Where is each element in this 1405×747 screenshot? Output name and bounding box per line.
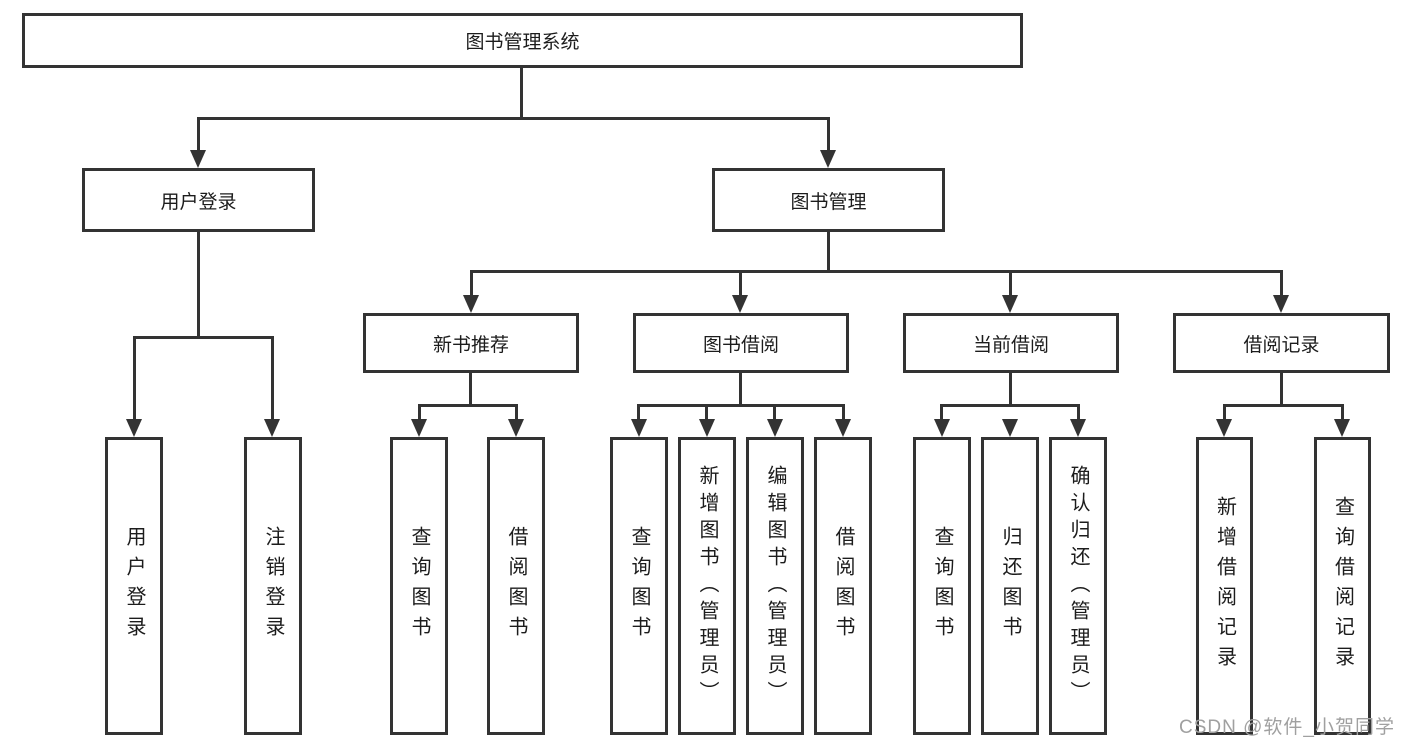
connector-line	[940, 404, 1080, 407]
connector-line	[469, 373, 472, 407]
leaf-label: 借阅图书	[505, 526, 527, 646]
node-book-borrow: 图书借阅	[633, 313, 849, 373]
connector-line	[827, 117, 830, 151]
node-label: 当前借阅	[972, 334, 1049, 356]
node-book-management-label: 图书管理	[790, 191, 867, 213]
connector-line	[520, 68, 523, 120]
connector-line	[271, 336, 274, 419]
connector-line	[197, 117, 830, 120]
arrow-down-icon	[934, 419, 950, 437]
connector-line	[515, 404, 518, 419]
leaf-label: 编辑图书（管理员）	[764, 464, 786, 708]
leaf-query-books-1: 查询图书	[390, 437, 448, 735]
leaf-label: 借阅图书	[832, 526, 854, 646]
csdn-watermark: CSDN @软件_小贺同学	[1179, 717, 1395, 738]
leaf-label: 查询借阅记录	[1331, 496, 1354, 676]
connector-line	[1280, 270, 1283, 295]
leaf-label: 注销登录	[262, 526, 284, 646]
arrow-down-icon	[1002, 419, 1018, 437]
node-borrow-records: 借阅记录	[1173, 313, 1390, 373]
connector-line	[1077, 404, 1080, 419]
arrow-down-icon	[820, 150, 836, 168]
leaf-label: 归还图书	[999, 526, 1021, 646]
arrow-down-icon	[1273, 295, 1289, 313]
node-root: 图书管理系统	[22, 13, 1023, 68]
leaf-label: 用户登录	[123, 526, 145, 646]
connector-line	[637, 404, 640, 419]
arrow-down-icon	[767, 419, 783, 437]
node-label: 新书推荐	[432, 334, 509, 356]
connector-line	[842, 404, 845, 419]
node-label: 借阅记录	[1243, 334, 1320, 356]
connector-line	[705, 404, 708, 419]
arrow-down-icon	[508, 419, 524, 437]
leaf-confirm-return-admin: 确认归还（管理员）	[1049, 437, 1107, 735]
node-new-book-recommend: 新书推荐	[363, 313, 579, 373]
leaf-query-borrow-record: 查询借阅记录	[1314, 437, 1371, 735]
connector-line	[197, 117, 200, 151]
leaf-query-books-2: 查询图书	[610, 437, 668, 735]
leaf-logout: 注销登录	[244, 437, 302, 735]
connector-line	[940, 404, 943, 419]
arrow-down-icon	[264, 419, 280, 437]
leaf-add-books-admin: 新增图书（管理员）	[678, 437, 736, 735]
leaf-edit-books-admin: 编辑图书（管理员）	[746, 437, 804, 735]
arrow-down-icon	[1216, 419, 1232, 437]
leaf-label: 查询图书	[931, 526, 953, 646]
leaf-return-books: 归还图书	[981, 437, 1039, 735]
leaf-label: 查询图书	[628, 526, 650, 646]
connector-line	[739, 270, 742, 295]
connector-line	[197, 232, 200, 339]
arrow-down-icon	[411, 419, 427, 437]
leaf-label: 新增图书（管理员）	[696, 464, 718, 708]
connector-line	[470, 270, 473, 295]
node-label: 图书借阅	[702, 334, 779, 356]
leaf-borrow-books-1: 借阅图书	[487, 437, 545, 735]
arrow-down-icon	[463, 295, 479, 313]
connector-line	[1009, 270, 1012, 295]
leaf-query-books-3: 查询图书	[913, 437, 971, 735]
node-current-borrow: 当前借阅	[903, 313, 1119, 373]
connector-line	[827, 232, 830, 273]
arrow-down-icon	[190, 150, 206, 168]
node-book-management: 图书管理	[712, 168, 945, 232]
connector-line	[1009, 373, 1012, 407]
connector-line	[637, 404, 845, 407]
arrow-down-icon	[835, 419, 851, 437]
connector-line	[1341, 404, 1344, 419]
connector-line	[133, 336, 136, 419]
arrow-down-icon	[1002, 295, 1018, 313]
connector-line	[470, 270, 1283, 273]
node-root-label: 图书管理系统	[465, 32, 580, 53]
leaf-borrow-books-2: 借阅图书	[814, 437, 872, 735]
connector-line	[418, 404, 518, 407]
connector-line	[1223, 404, 1226, 419]
connector-line	[739, 373, 742, 407]
connector-line	[418, 404, 421, 419]
arrow-down-icon	[1334, 419, 1350, 437]
leaf-add-borrow-record: 新增借阅记录	[1196, 437, 1253, 735]
arrow-down-icon	[732, 295, 748, 313]
connector-line	[1223, 404, 1344, 407]
arrow-down-icon	[631, 419, 647, 437]
node-user-login: 用户登录	[82, 168, 315, 232]
connector-line	[1280, 373, 1283, 407]
arrow-down-icon	[126, 419, 142, 437]
leaf-label: 查询图书	[408, 526, 430, 646]
connector-line	[133, 336, 274, 339]
node-user-login-label: 用户登录	[160, 191, 237, 213]
leaf-label: 新增借阅记录	[1213, 496, 1236, 676]
leaf-user-login: 用户登录	[105, 437, 163, 735]
leaf-label: 确认归还（管理员）	[1067, 464, 1089, 708]
arrow-down-icon	[699, 419, 715, 437]
connector-line	[773, 404, 776, 419]
arrow-down-icon	[1070, 419, 1086, 437]
